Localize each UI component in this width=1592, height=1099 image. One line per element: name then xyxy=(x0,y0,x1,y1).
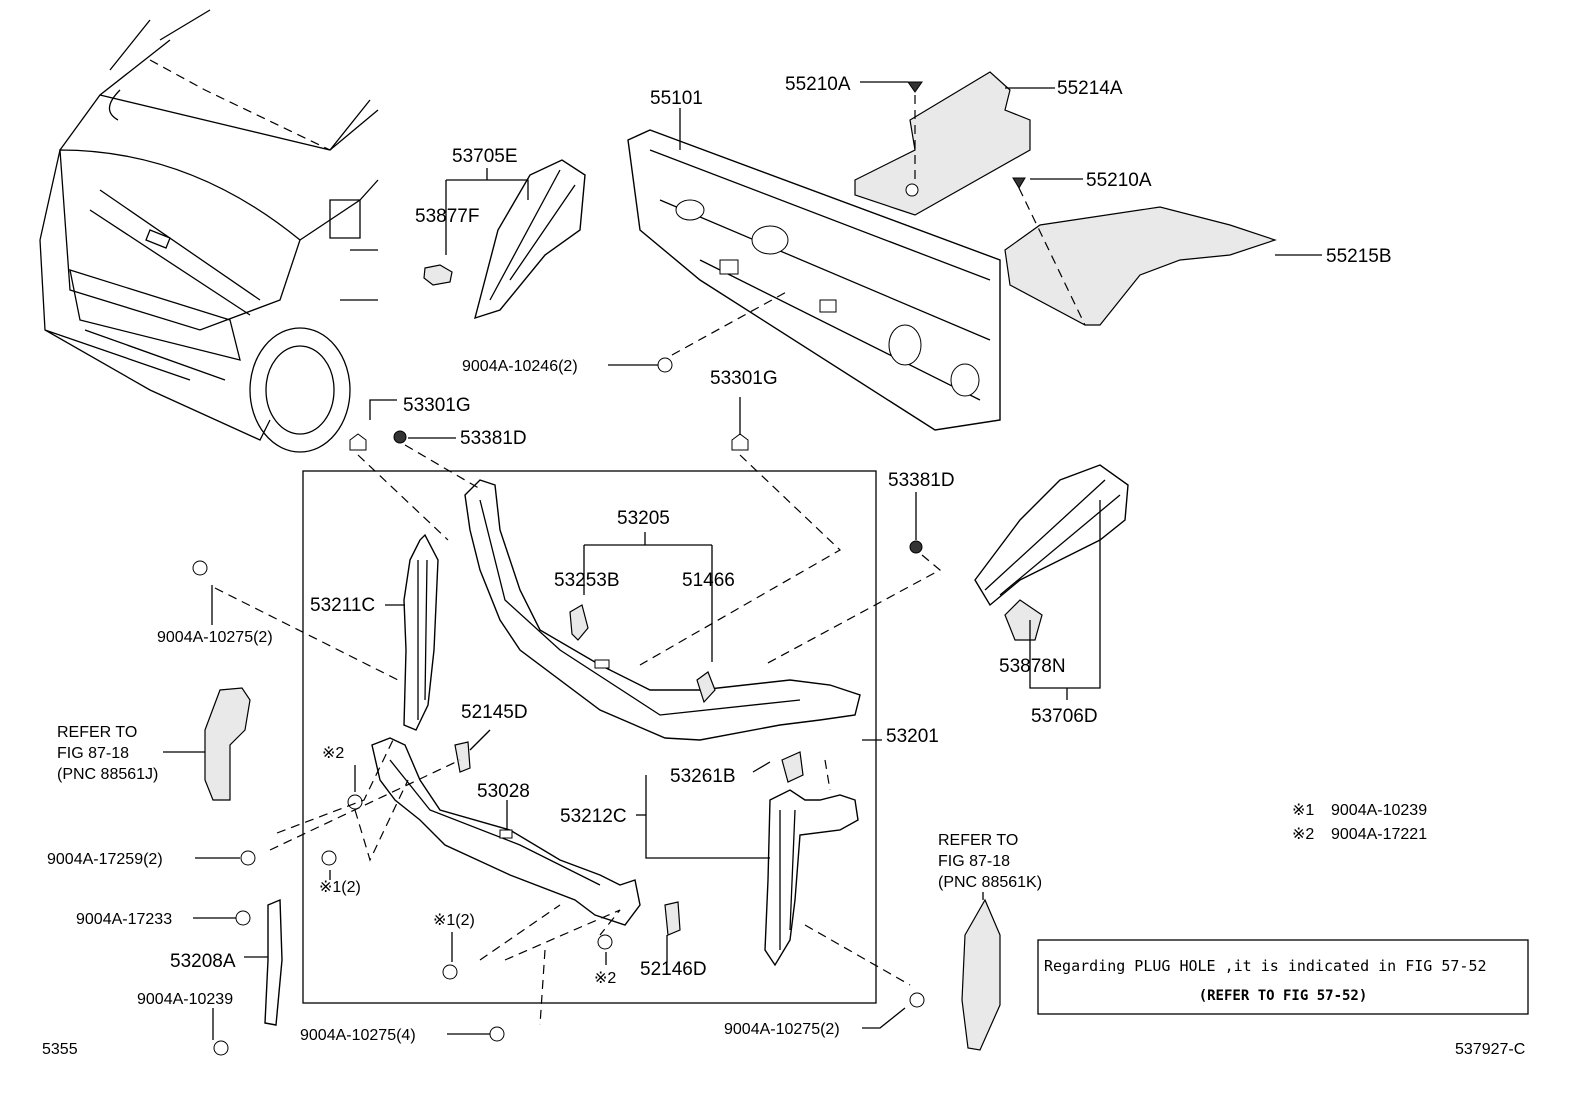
label-55210a-top: 55210A xyxy=(785,74,851,95)
label-9004a-10275-bottom: 9004A-10275(4) xyxy=(300,1027,416,1044)
label-52145d: 52145D xyxy=(461,702,528,723)
footer-right-code: 537927-C xyxy=(1455,1041,1525,1058)
note-line-1: Regarding PLUG HOLE ,it is indicated in … xyxy=(1044,957,1487,975)
svg-text:REFER TO: REFER TO xyxy=(938,832,1018,849)
side-panel-53211c xyxy=(403,533,439,731)
label-53381d-right: 53381D xyxy=(888,470,955,491)
bracket-51466 xyxy=(696,671,716,704)
brace-53208a xyxy=(264,898,283,1026)
apron-53705e xyxy=(423,159,586,320)
label-53301g-left: 53301G xyxy=(403,395,471,416)
label-9004a-17233: 9004A-17233 xyxy=(76,911,172,928)
radiator-support-upper-53205 xyxy=(464,479,861,741)
label-53201: 53201 xyxy=(886,726,939,747)
label-mark2-b: ※2 xyxy=(594,970,616,987)
insulator-55214a xyxy=(854,71,1031,216)
clips-55210a xyxy=(907,81,1026,189)
label-53212c: 53212C xyxy=(560,806,627,827)
legend-part-2: 9004A-17221 xyxy=(1331,826,1427,843)
label-53705e: 53705E xyxy=(452,146,518,167)
label-53211c: 53211C xyxy=(310,595,375,616)
label-mark1-a: ※1(2) xyxy=(319,879,361,896)
part-labels: 55101 55210A 55214A 55210A 55215B 53705E… xyxy=(47,74,1392,1044)
legend-mark-2: ※2 xyxy=(1292,826,1314,843)
leader-lines xyxy=(163,81,1322,1040)
label-53261b: 53261B xyxy=(670,766,736,787)
label-9004a-10246: 9004A-10246(2) xyxy=(462,358,578,375)
label-mark1-b: ※1(2) xyxy=(433,912,475,929)
svg-text:(PNC 88561J): (PNC 88561J) xyxy=(57,766,158,783)
fasteners xyxy=(192,357,925,1056)
label-55214a: 55214A xyxy=(1057,78,1123,99)
label-53028: 53028 xyxy=(477,781,530,802)
shield-right xyxy=(961,898,1001,1051)
refer-note-right: REFER TO FIG 87-18 (PNC 88561K) xyxy=(938,832,1042,891)
cowl-panel-55101 xyxy=(627,129,1001,431)
bracket-53253b xyxy=(569,604,589,641)
label-55215b: 55215B xyxy=(1326,246,1392,267)
label-9004a-10239: 9004A-10239 xyxy=(137,991,233,1008)
label-53253b: 53253B xyxy=(554,570,620,591)
legend-part-1: 9004A-10239 xyxy=(1331,802,1427,819)
svg-text:FIG 87-18: FIG 87-18 xyxy=(938,853,1010,870)
lower-support-53028 xyxy=(371,737,641,926)
label-53208a: 53208A xyxy=(170,951,236,972)
shield-left xyxy=(204,687,251,801)
frame-box-53201 xyxy=(302,470,877,1004)
label-52146d: 52146D xyxy=(640,959,707,980)
label-53381d-left: 53381D xyxy=(460,428,527,449)
bracket-52145d xyxy=(454,741,471,773)
refer-note-left: REFER TO FIG 87-18 (PNC 88561J) xyxy=(57,724,158,783)
bracket-52146d xyxy=(664,901,681,936)
label-51466: 51466 xyxy=(682,570,735,591)
label-55101: 55101 xyxy=(650,88,703,109)
legend: ※1 9004A-10239 ※2 9004A-17221 xyxy=(1292,802,1427,843)
label-9004a-10275-right: 9004A-10275(2) xyxy=(724,1021,840,1038)
svg-text:(PNC 88561K): (PNC 88561K) xyxy=(938,874,1042,891)
vehicle-front-illustration xyxy=(39,9,379,453)
label-53706d: 53706D xyxy=(1031,706,1098,727)
label-55210a-mid: 55210A xyxy=(1086,170,1152,191)
label-9004a-10275-left: 9004A-10275(2) xyxy=(157,629,273,646)
label-53878n: 53878N xyxy=(999,656,1066,677)
bracket-53261b xyxy=(781,751,804,783)
insulator-55215b xyxy=(1004,206,1277,326)
svg-text:REFER TO: REFER TO xyxy=(57,724,137,741)
legend-mark-1: ※1 xyxy=(1292,802,1314,819)
label-53877f: 53877F xyxy=(415,206,479,227)
svg-text:FIG 87-18: FIG 87-18 xyxy=(57,745,129,762)
label-53301g-right: 53301G xyxy=(710,368,778,389)
footer-left-code: 5355 xyxy=(42,1041,78,1058)
label-mark2-a: ※2 xyxy=(322,745,344,762)
label-53205: 53205 xyxy=(617,508,670,529)
note-line-2: (REFER TO FIG 57-52) xyxy=(1199,988,1368,1004)
label-9004a-17259: 9004A-17259(2) xyxy=(47,851,163,868)
assembly-lines xyxy=(214,95,1086,1026)
side-support-53212c xyxy=(764,789,859,967)
apron-53706d xyxy=(974,464,1129,641)
plug-hole-note: Regarding PLUG HOLE ,it is indicated in … xyxy=(1037,939,1529,1015)
